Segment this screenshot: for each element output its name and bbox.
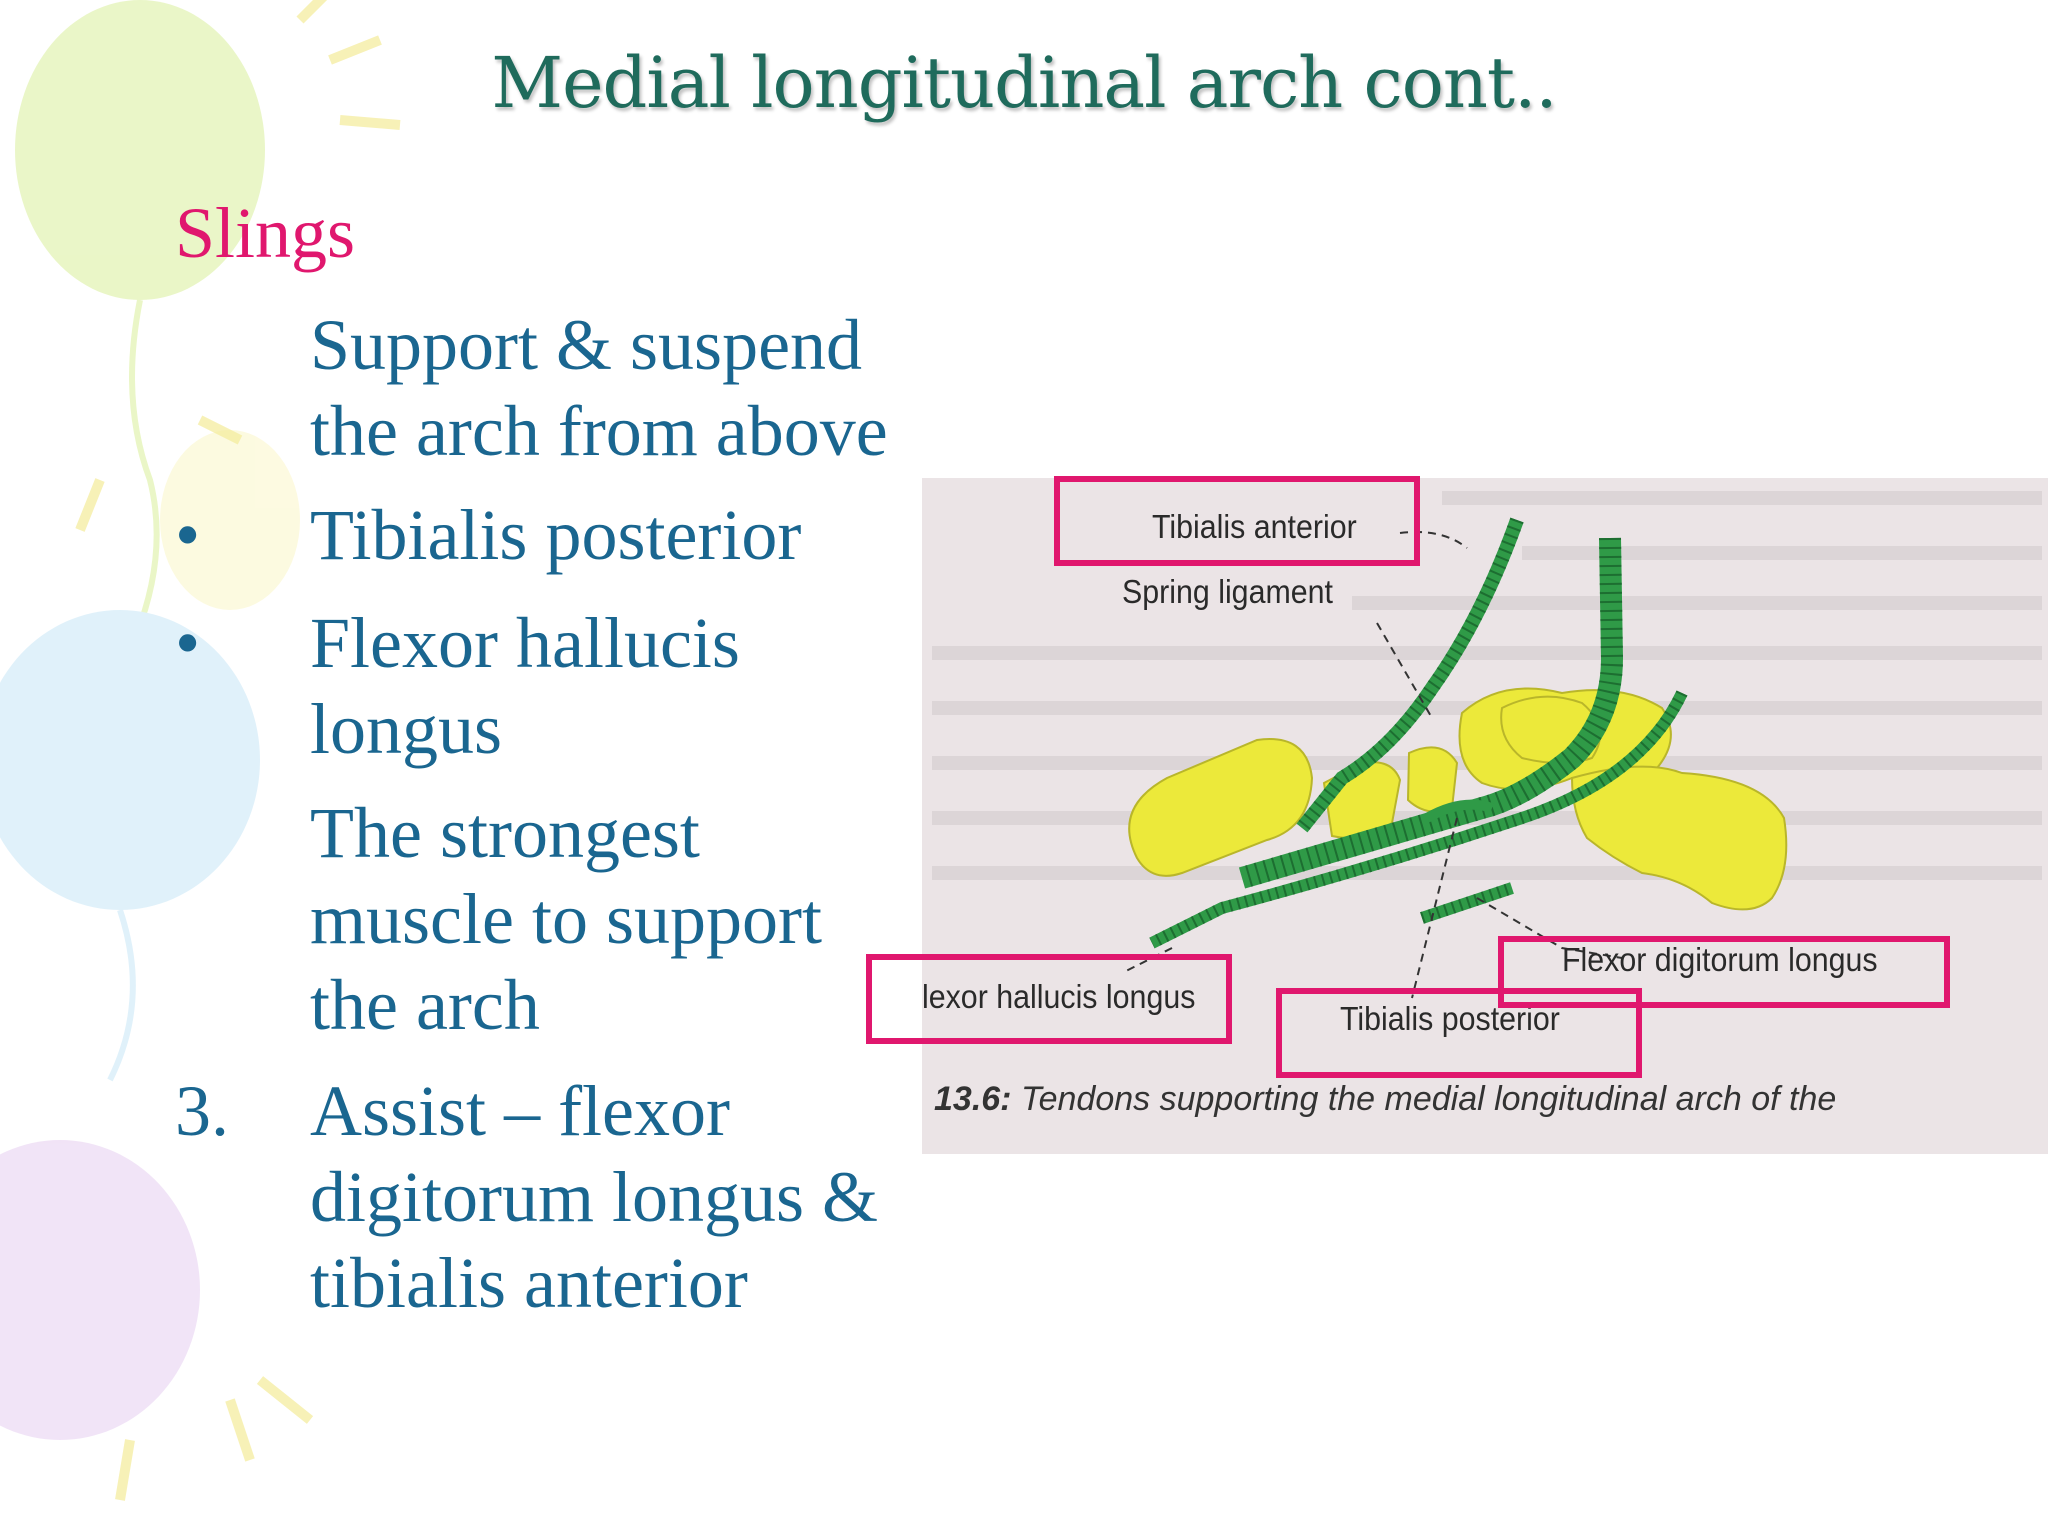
figure-caption: 13.6: Tendons supporting the medial long… (934, 1080, 1836, 1119)
body-line-strongest: The strongest (310, 793, 700, 873)
body-line-tibialis-anterior: tibialis anterior (310, 1243, 748, 1323)
body-line-longus: longus (310, 689, 503, 769)
body-line-the-arch: the arch (310, 965, 540, 1045)
slide-title: Medial longitudinal arch cont.. (491, 42, 1557, 124)
label-spring-ligament: Spring ligament (1122, 573, 1333, 610)
caption-number: 13.6: (934, 1080, 1012, 1118)
foot-bones-diagram (932, 491, 2042, 999)
slings-heading: Slings (175, 193, 356, 273)
highlight-box-tibialis-posterior (1276, 988, 1642, 1078)
body-line-assist: Assist – flexor (310, 1071, 730, 1151)
label-flexor-hallucis-longus: lexor hallucis longus (922, 978, 1196, 1015)
highlight-box-flexor-digitorum (1498, 936, 1950, 1008)
label-flexor-digitorum-longus: Flexor digitorum longus (1562, 941, 1878, 978)
highlight-box-tibialis-anterior (1054, 476, 1420, 566)
highlight-box-flexor-hallucis (866, 954, 1232, 1044)
arch-tendon-figure: Tibialis anterior Spring ligament lexor … (922, 478, 2048, 1154)
bullet-marker: • (175, 495, 201, 575)
body-line-muscle-support: muscle to support (310, 879, 822, 959)
caption-text: Tendons supporting the medial longitudin… (1020, 1080, 1837, 1118)
body-line-arch-above: the arch from above (310, 391, 888, 471)
body-line-digitorum: digitorum longus & (310, 1157, 879, 1237)
label-tibialis-anterior: Tibialis anterior (1152, 508, 1357, 545)
body-line-tibialis-posterior: Tibialis posterior (310, 495, 802, 575)
body-line-flexor-hallucis: Flexor hallucis (310, 603, 740, 683)
number-marker: 3. (175, 1071, 229, 1151)
body-line-support: Support & suspend (310, 305, 863, 385)
bullet-marker: • (175, 603, 201, 683)
